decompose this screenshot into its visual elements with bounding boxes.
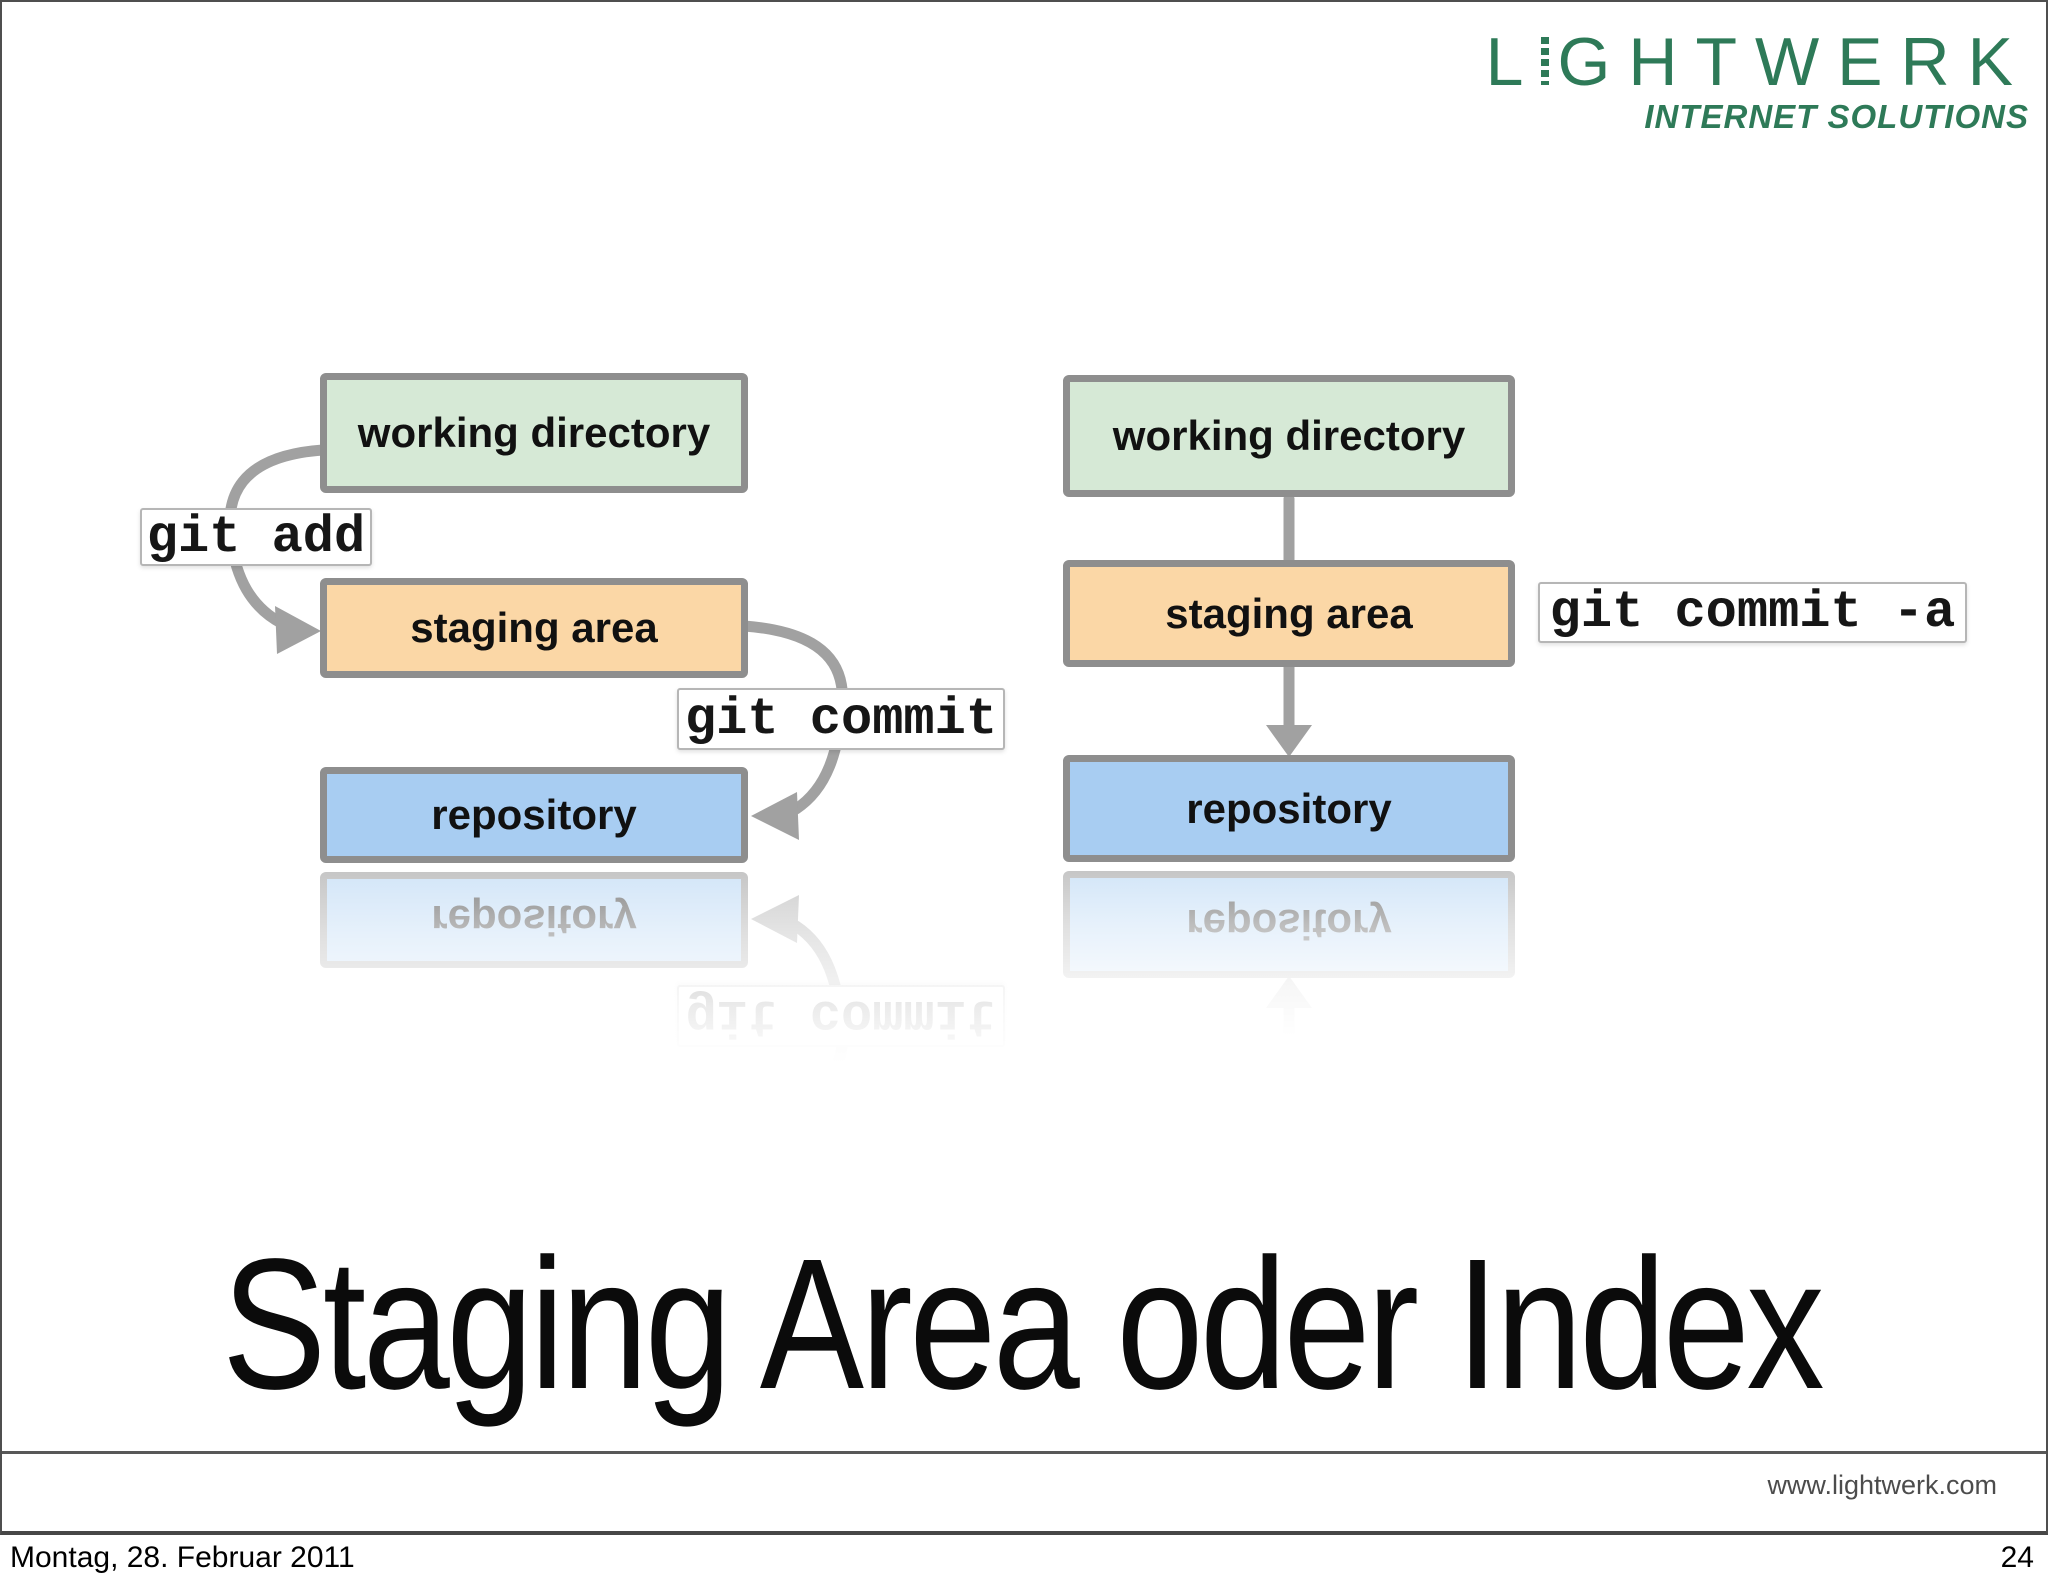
git-add-text: git add <box>146 507 366 567</box>
logo-letter-l: L <box>1485 24 1542 100</box>
reflected-git-commit-arrow <box>738 895 849 1106</box>
right-repository-reflection: repository <box>1040 868 2048 1073</box>
reflected-git-commit-label: git commit <box>677 985 1005 1047</box>
logo-letters-ghtwerk: GHTWERK <box>1557 24 2031 100</box>
left-staging-area-box: staging area <box>320 578 748 678</box>
git-add-arrowhead <box>275 606 321 654</box>
git-commit-label: git commit <box>677 688 1005 750</box>
footer-website: www.lightwerk.com <box>1767 1470 1997 1500</box>
git-commit-a-label: git commit -a <box>1538 582 1967 643</box>
left-reflection-content: git commit repository <box>0 869 1040 1106</box>
reflected-right-repository-label: repository <box>1186 901 1392 949</box>
git-add-label: git add <box>140 507 372 567</box>
right-staging-area-label: staging area <box>1165 589 1413 637</box>
right-commit-arrowhead <box>1266 725 1312 757</box>
reflected-git-commit-text: git commit <box>684 986 998 1046</box>
right-reflection-content: repository <box>1040 868 2048 1073</box>
left-staging-area-label: staging area <box>410 604 658 651</box>
left-working-directory-box: working directory <box>320 373 748 493</box>
slide-title: Staging Area oder Index <box>222 1221 1825 1428</box>
right-working-directory-label: working directory <box>1112 412 1466 459</box>
git-commit-text: git commit <box>684 689 998 749</box>
left-repository-label: repository <box>431 791 637 838</box>
reflected-left-repository-box: repository <box>320 872 748 968</box>
right-repository-box: repository <box>1063 755 1515 862</box>
reflected-right-repository-box: repository <box>1063 871 1515 978</box>
footer-page-number: 24 <box>2000 1541 2034 1574</box>
right-repository-label: repository <box>1186 784 1392 832</box>
footer-date: Montag, 28. Februar 2011 <box>10 1541 355 1574</box>
reflected-right-arrow <box>1266 976 1312 1073</box>
footer-divider <box>2 1451 2046 1454</box>
logo-tagline: INTERNET SOLUTIONS <box>1644 98 2029 135</box>
git-commit-arrowhead <box>751 792 799 840</box>
reflected-left-repository-label: repository <box>431 897 637 944</box>
right-working-directory-box: working directory <box>1063 375 1515 497</box>
right-staging-area-box: staging area <box>1063 560 1515 667</box>
git-commit-a-text: git commit -a <box>1549 583 1956 642</box>
left-repository-reflection: git commit repository <box>0 869 1040 1106</box>
left-working-directory-label: working directory <box>357 409 711 456</box>
logo-dotted-i-icon <box>1541 37 1550 85</box>
left-repository-box: repository <box>320 767 748 863</box>
